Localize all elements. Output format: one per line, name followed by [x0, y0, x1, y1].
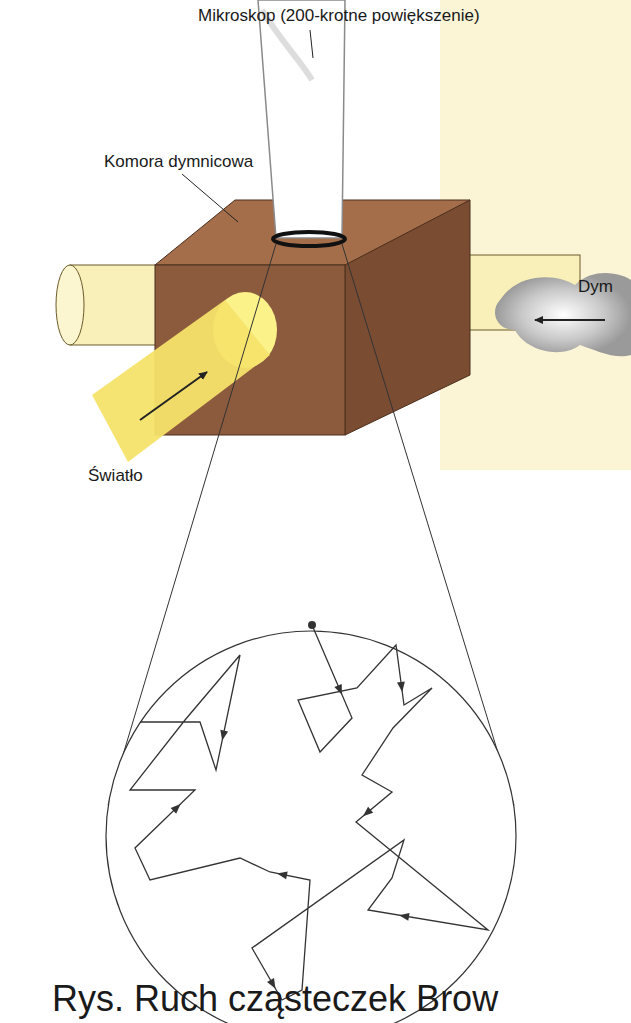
path-arrowhead	[397, 682, 406, 693]
left-tube-end	[56, 265, 84, 345]
smoke-arrow	[535, 319, 605, 321]
path-arrowhead	[171, 801, 184, 814]
path-arrowhead	[218, 730, 228, 741]
smoke	[495, 273, 631, 356]
microscope-tube	[258, 0, 345, 238]
leader-line	[182, 174, 238, 222]
part-label: Dym	[578, 277, 613, 297]
random-walk	[130, 621, 488, 1000]
view-circle	[106, 631, 516, 1023]
microscope-ring	[273, 232, 345, 246]
path-arrowhead	[360, 807, 373, 820]
figure-caption: Rys. Ruch cząsteczek Brow	[52, 978, 498, 1020]
path-arrowhead	[398, 911, 409, 921]
part-label: Światło	[88, 466, 143, 486]
start-dot	[308, 621, 316, 629]
leader-line	[310, 30, 313, 58]
path-arrowhead	[276, 869, 287, 879]
light-arrow	[140, 372, 207, 420]
part-label: Komora dymnicowa	[104, 152, 253, 172]
path-line	[130, 625, 488, 1000]
part-label: Mikroskop (200-krotne powiększenie)	[198, 6, 480, 26]
light-beam	[92, 300, 270, 462]
path-arrowhead	[334, 684, 345, 696]
cube-side	[345, 200, 470, 435]
